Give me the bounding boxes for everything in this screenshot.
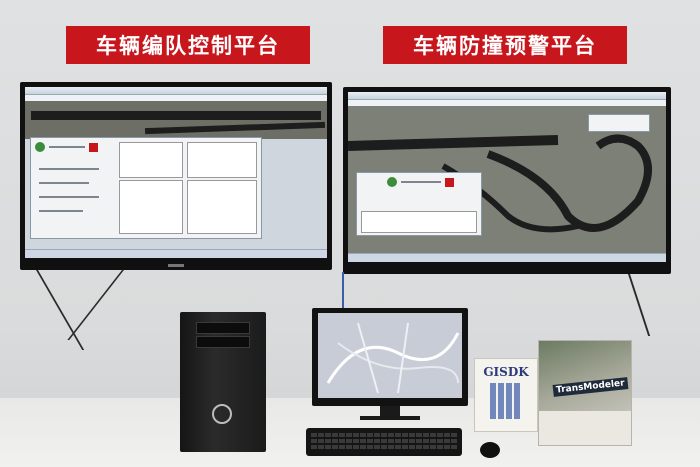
key-row bbox=[311, 445, 457, 449]
key-row bbox=[311, 433, 457, 437]
road-segment bbox=[31, 111, 321, 120]
book-cover-strip bbox=[539, 411, 631, 445]
monitor-stand-base bbox=[360, 416, 420, 420]
monitor-stand bbox=[380, 406, 400, 418]
small-monitor-screen bbox=[318, 313, 462, 398]
cable bbox=[36, 270, 85, 350]
control-panel bbox=[30, 137, 262, 239]
banner-collision-warning: 车辆防撞预警平台 bbox=[383, 26, 627, 64]
table-panel bbox=[119, 142, 183, 178]
text-line bbox=[49, 146, 85, 148]
book-title: TransModeler bbox=[552, 377, 629, 397]
monitor-left bbox=[20, 82, 332, 270]
key-row bbox=[311, 439, 457, 443]
taskbar bbox=[25, 249, 327, 258]
network-map-view bbox=[318, 313, 462, 398]
app-logo-icon bbox=[35, 142, 45, 152]
monitor-right bbox=[343, 87, 671, 274]
window-titlebar bbox=[348, 92, 666, 100]
text-line bbox=[401, 181, 441, 183]
monitor-left-screen bbox=[25, 87, 327, 258]
text-line bbox=[39, 168, 99, 170]
cable bbox=[628, 274, 651, 336]
drive-bay bbox=[196, 322, 250, 334]
mouse bbox=[480, 442, 500, 458]
text-line bbox=[39, 182, 89, 184]
small-monitor bbox=[312, 308, 468, 406]
text-line bbox=[39, 196, 99, 198]
chart-panel bbox=[187, 180, 257, 234]
book-cover-graphic bbox=[490, 383, 522, 419]
book-transmodeler: TransModeler bbox=[538, 340, 632, 446]
book-gisdk: GISDK bbox=[474, 358, 538, 432]
badge-icon bbox=[445, 178, 454, 187]
drive-bay bbox=[196, 336, 250, 348]
badge-icon bbox=[89, 143, 98, 152]
window-titlebar bbox=[25, 87, 327, 95]
monitor-brand-label bbox=[168, 264, 184, 267]
chart-panel bbox=[119, 180, 183, 234]
cable bbox=[342, 272, 344, 312]
chart-panel bbox=[187, 142, 257, 178]
message-panel bbox=[361, 211, 477, 233]
app-logo-icon bbox=[387, 177, 397, 187]
warning-panel bbox=[356, 172, 482, 236]
text-line bbox=[39, 210, 83, 212]
taskbar bbox=[348, 253, 666, 262]
banner-formation-control: 车辆编队控制平台 bbox=[66, 26, 310, 64]
pc-tower bbox=[180, 312, 266, 452]
cable bbox=[67, 270, 124, 340]
pc-tower-logo-icon bbox=[212, 404, 232, 424]
map-view bbox=[25, 101, 327, 139]
monitor-right-screen bbox=[348, 92, 666, 262]
keyboard bbox=[306, 428, 462, 456]
info-panel bbox=[588, 114, 650, 132]
book-title: GISDK bbox=[483, 365, 529, 379]
